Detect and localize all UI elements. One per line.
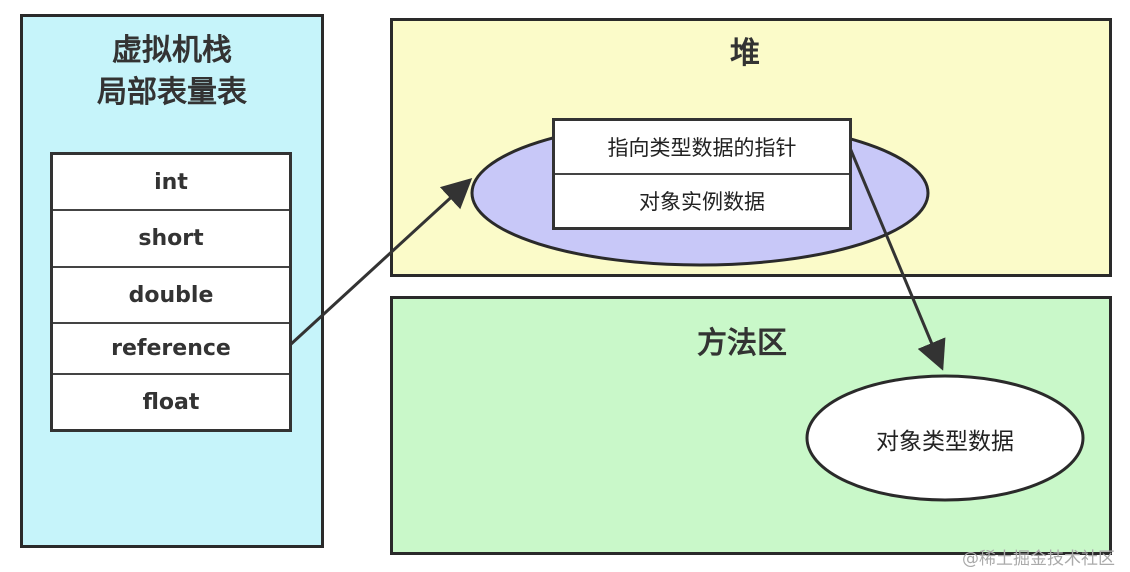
title-line-2: 局部表量表 (97, 75, 247, 110)
row-double: double (53, 268, 289, 324)
vm-stack-title: 虚拟机栈 局部表量表 (20, 30, 324, 114)
row-int: int (53, 155, 289, 211)
instance-data-row: 对象实例数据 (639, 190, 765, 214)
title-line-1: 虚拟机栈 (112, 33, 232, 68)
local-variable-table: int short double reference float (50, 152, 292, 432)
type-pointer-arrow (848, 147, 946, 371)
row-short: short (53, 211, 289, 268)
type-data-ellipse (805, 374, 1085, 502)
type-pointer-row: 指向类型数据的指针 (555, 121, 849, 175)
heap-title: 堆 (730, 36, 760, 71)
reference-arrow (288, 177, 473, 347)
row-reference: reference (53, 324, 289, 375)
type-data-label: 对象类型数据 (876, 429, 1014, 455)
row-float: float (142, 389, 200, 415)
object-layout-table: 指向类型数据的指针 对象实例数据 (552, 118, 852, 230)
method-area-title: 方法区 (697, 326, 787, 361)
watermark: @稀土掘金技术社区 (962, 549, 1115, 569)
